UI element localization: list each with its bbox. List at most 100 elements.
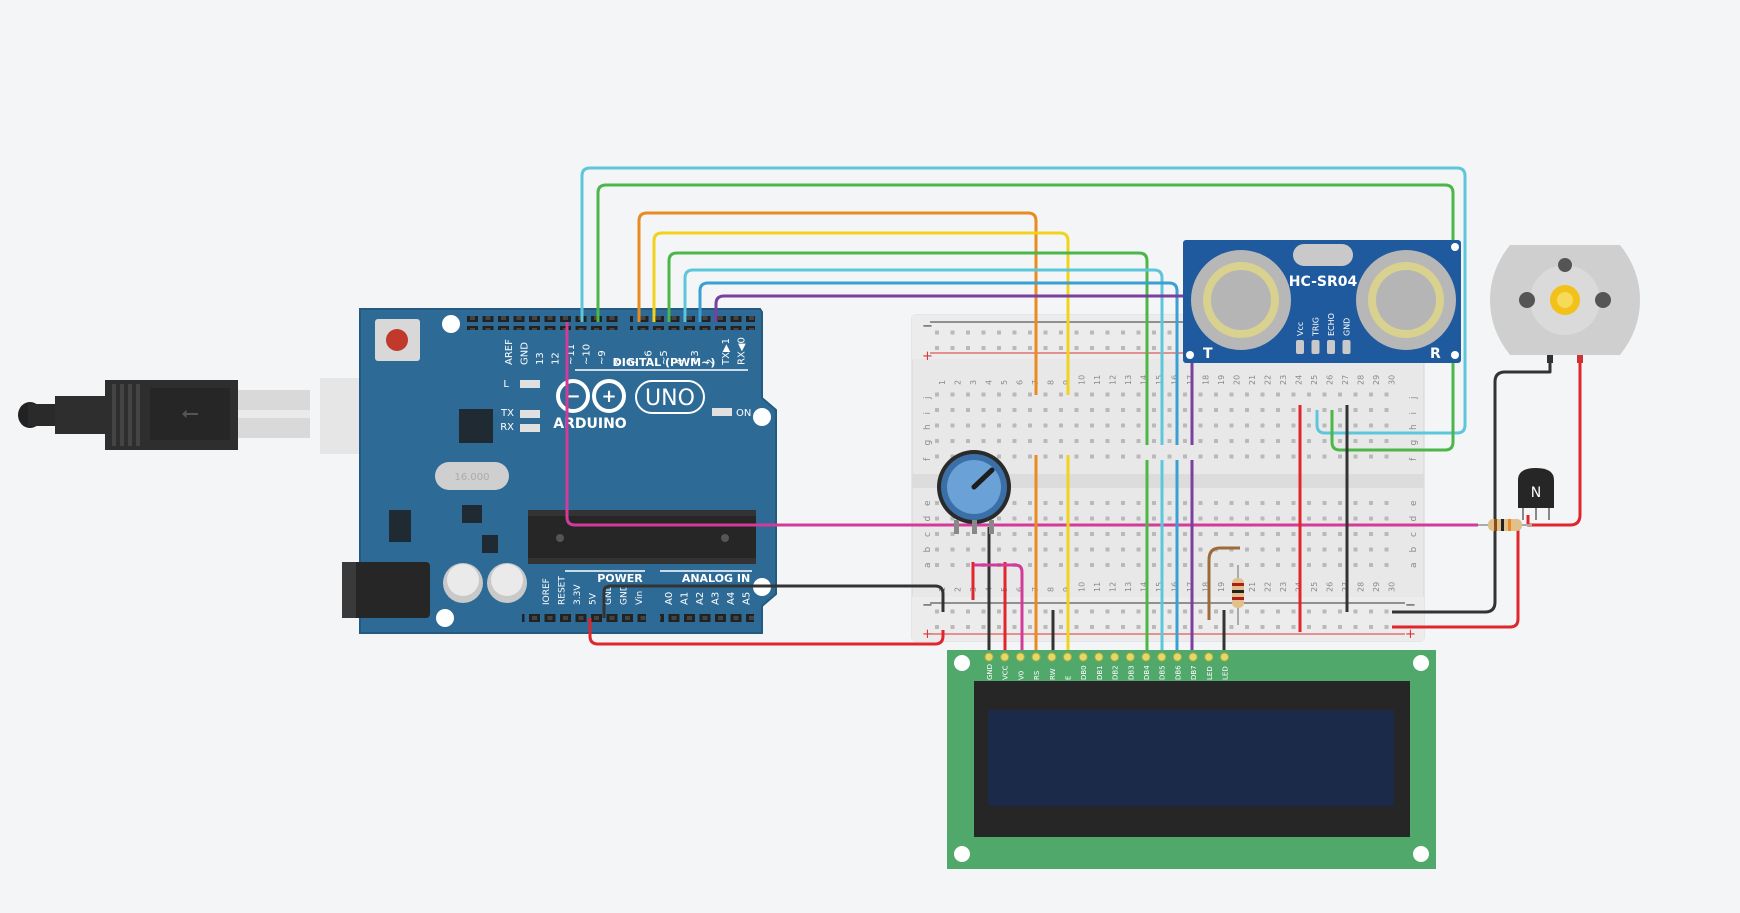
column-label: 2 (954, 587, 963, 592)
column-label: 29 (1372, 375, 1381, 385)
lcd-pin[interactable] (1047, 652, 1057, 662)
row-label: f (1409, 457, 1419, 461)
column-label: 22 (1264, 582, 1273, 592)
potentiometer[interactable] (937, 450, 1011, 534)
on-label: ON (736, 408, 751, 419)
lcd-pin[interactable] (1125, 652, 1135, 662)
column-label: 24 (1295, 375, 1304, 385)
digital-pin-label: ~3 (690, 350, 701, 365)
wire-gnd-rail (602, 584, 945, 618)
lcd-pin[interactable] (1078, 652, 1088, 662)
digital-pin-label: RX◀0 (737, 337, 748, 365)
transistor-label: N (1531, 485, 1541, 501)
sensor-pin[interactable] (1342, 340, 1351, 354)
digital-pin-label: 4 (675, 359, 686, 365)
rail-minus-label: − (922, 319, 933, 334)
rail-plus-label: + (1405, 627, 1416, 642)
bottom-terminal-strip[interactable] (935, 496, 1400, 574)
lcd-pin[interactable] (1188, 652, 1198, 662)
sensor-pin[interactable] (1311, 340, 1320, 354)
arduino-uno-board[interactable]: 16.000 L TX RX ON − + ARDUINO UNO AR (342, 308, 777, 634)
digital-pin-label: 12 (551, 352, 562, 365)
resistor-lcd[interactable] (1232, 565, 1244, 625)
lcd-pin-label: RS (1033, 670, 1041, 680)
digital-header-right[interactable] (630, 316, 755, 330)
row-label: e (1409, 500, 1419, 506)
wire-teal-db6 (698, 281, 1179, 445)
column-label: 13 (1124, 582, 1133, 592)
lcd-pin-label: RW (1049, 668, 1057, 680)
resistor-base[interactable] (1478, 519, 1532, 531)
npn-transistor[interactable]: N (1518, 468, 1554, 520)
digital-pin-label: ~6 (644, 350, 655, 365)
top-terminal-strip[interactable] (935, 389, 1400, 467)
sensor-pin[interactable] (1327, 340, 1335, 354)
digital-pin-label: AREF (504, 339, 515, 365)
led-rx (520, 424, 540, 432)
lcd-pin[interactable] (1172, 652, 1182, 662)
lcd-pin-label: LED (1206, 666, 1214, 680)
column-label: 16 (1171, 582, 1180, 592)
lcd-pin[interactable] (1015, 652, 1025, 662)
digital-pin-label: ~10 (582, 344, 593, 365)
lcd-pin-label: DB7 (1190, 665, 1198, 680)
column-label: 15 (1155, 582, 1164, 592)
row-label: b (923, 547, 933, 553)
mounting-hole (753, 408, 771, 426)
rail-plus-label: + (922, 349, 933, 364)
lcd-pin[interactable] (1110, 652, 1120, 662)
rail-minus-label: − (1405, 598, 1416, 613)
power-header[interactable] (522, 612, 646, 626)
lcd-pin[interactable] (1000, 652, 1010, 662)
lcd-pin-label: DB2 (1112, 665, 1120, 680)
wires[interactable] (565, 166, 1582, 654)
wire-5v-rail (588, 618, 945, 646)
digital-pin-label: TX▶1 (721, 338, 732, 366)
rail-plus-label: + (922, 627, 933, 642)
lcd-pin[interactable] (1094, 652, 1104, 662)
power-jack (342, 562, 430, 618)
digital-label: DIGITAL (PWM~) (613, 356, 716, 369)
lcd-pin[interactable] (1063, 652, 1072, 662)
lcd-pin-label: DB0 (1080, 665, 1088, 680)
small-chip (482, 535, 498, 553)
lcd-pin[interactable] (1204, 652, 1214, 662)
sensor-pin[interactable] (1296, 340, 1304, 354)
column-label: 23 (1279, 582, 1288, 592)
lcd-pin[interactable] (984, 652, 994, 662)
row-label: d (923, 516, 933, 522)
bottom-power-rail[interactable] (935, 607, 1400, 631)
tx-label: TX (500, 408, 514, 419)
column-label: 12 (1109, 582, 1118, 592)
analog-pin-label: A1 (680, 592, 691, 605)
power-pin-label: GND (620, 584, 630, 605)
digital-pin-label: GND (520, 342, 531, 365)
digital-pin-label: ~5 (659, 350, 670, 365)
lcd-pin[interactable] (1220, 652, 1229, 662)
digital-pin-label: ~11 (566, 344, 577, 365)
row-label: c (1409, 532, 1419, 537)
lcd-pin[interactable] (1141, 652, 1151, 662)
column-label: 23 (1279, 375, 1288, 385)
reset-button-cap[interactable] (386, 329, 408, 351)
rx-label: RX (500, 422, 514, 433)
lcd-pin-label: DB5 (1159, 665, 1167, 680)
column-label: 25 (1310, 375, 1319, 385)
dc-motor[interactable] (1490, 245, 1640, 363)
row-label: g (1409, 440, 1419, 446)
column-label: 19 (1217, 582, 1226, 592)
column-label: 1 (938, 380, 947, 385)
analog-header[interactable] (660, 612, 754, 626)
column-label: 28 (1357, 582, 1366, 592)
lcd-pin[interactable] (1157, 652, 1167, 662)
analog-label: ANALOG IN (682, 572, 750, 585)
lcd-pin[interactable] (1031, 652, 1041, 662)
column-label: 15 (1155, 375, 1164, 385)
column-label: 11 (1093, 375, 1102, 385)
